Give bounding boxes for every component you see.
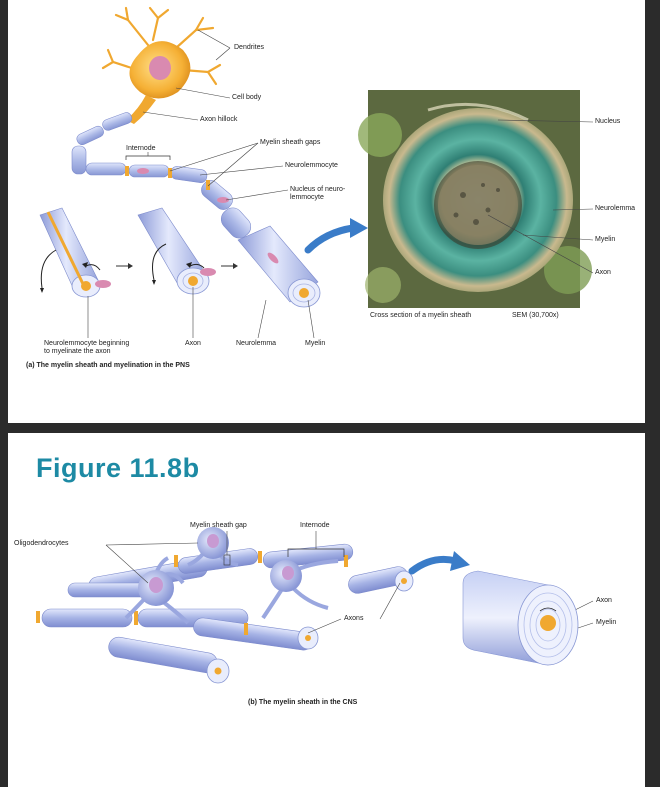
dendrites-drawing bbox=[101, 6, 222, 86]
label-internode-b: Internode bbox=[300, 522, 330, 529]
label-nucleus-of-neurolemmocyte-2: lemmocyte bbox=[290, 194, 324, 201]
pns-large-cylinder bbox=[237, 225, 321, 308]
label-cell-body: Cell body bbox=[232, 94, 262, 101]
internode-bracket bbox=[125, 155, 171, 160]
label-internode: Internode bbox=[126, 145, 156, 152]
myelination-stage-1 bbox=[39, 207, 111, 298]
label-myelin: Myelin bbox=[305, 340, 326, 347]
arrow-to-cross-section bbox=[408, 555, 460, 575]
leader-lines-micro bbox=[487, 119, 594, 274]
label-cross-section: Cross section of a myelin sheath bbox=[370, 312, 472, 319]
label-neurolemmocyte: Neurolemmocyte bbox=[285, 162, 338, 169]
label-axon-hillock: Axon hillock bbox=[200, 116, 238, 123]
leader-lines-a bbox=[87, 29, 315, 339]
caption-b: (b) The myelin sheath in the CNS bbox=[248, 699, 358, 706]
pns-illustration bbox=[39, 6, 594, 339]
label-myelin-sheath-gap: Myelin sheath gap bbox=[190, 522, 247, 529]
label-micro-neurolemma: Neurolemma bbox=[595, 205, 636, 212]
panel-b-cns: Figure 11.8b bbox=[8, 433, 645, 787]
arrow-to-micrograph bbox=[304, 224, 357, 254]
label-nucleus-of-neurolemmocyte-1: Nucleus of neuro- bbox=[290, 186, 346, 193]
oligodendrocyte-1 bbox=[124, 556, 190, 625]
label-micro-axon: Axon bbox=[595, 269, 611, 276]
myelin-micrograph bbox=[358, 90, 592, 308]
axon-hillock-drawing bbox=[126, 95, 156, 124]
label-neurolemmocyte-beginning-1: Neurolemmocyte beginning bbox=[44, 340, 130, 347]
label-neurolemmocyte-beginning-2: to myelinate the axon bbox=[44, 348, 111, 355]
cns-nodes bbox=[36, 551, 348, 635]
label-dendrites: Dendrites bbox=[234, 44, 264, 51]
label-myelin-b: Myelin bbox=[596, 619, 617, 626]
label-axon: Axon bbox=[185, 340, 201, 347]
figure-title: Figure 11.8b bbox=[36, 453, 200, 483]
label-axons: Axons bbox=[344, 615, 364, 622]
oligodendrocyte-3 bbox=[261, 559, 339, 620]
label-neurolemma: Neurolemma bbox=[236, 340, 277, 347]
oligodendrocyte-2 bbox=[187, 527, 239, 567]
label-micro-nucleus: Nucleus bbox=[595, 118, 621, 125]
label-myelin-sheath-gaps: Myelin sheath gaps bbox=[260, 139, 321, 146]
label-oligodendrocytes: Oligodendrocytes bbox=[14, 540, 69, 547]
label-micro-myelin: Myelin bbox=[595, 236, 616, 243]
cell-nucleus-drawing bbox=[149, 56, 171, 80]
myelination-stage-2 bbox=[137, 207, 216, 295]
label-axon-b: Axon bbox=[596, 597, 612, 604]
cns-cross-section bbox=[462, 570, 579, 666]
label-sem: SEM (30,700x) bbox=[512, 312, 559, 319]
cns-illustration bbox=[36, 527, 594, 684]
cns-axon-tubes bbox=[41, 543, 408, 674]
panel-a-pns: Dendrites Cell body Axon hillock Interno… bbox=[8, 0, 645, 423]
caption-a: (a) The myelin sheath and myelination in… bbox=[26, 362, 190, 369]
